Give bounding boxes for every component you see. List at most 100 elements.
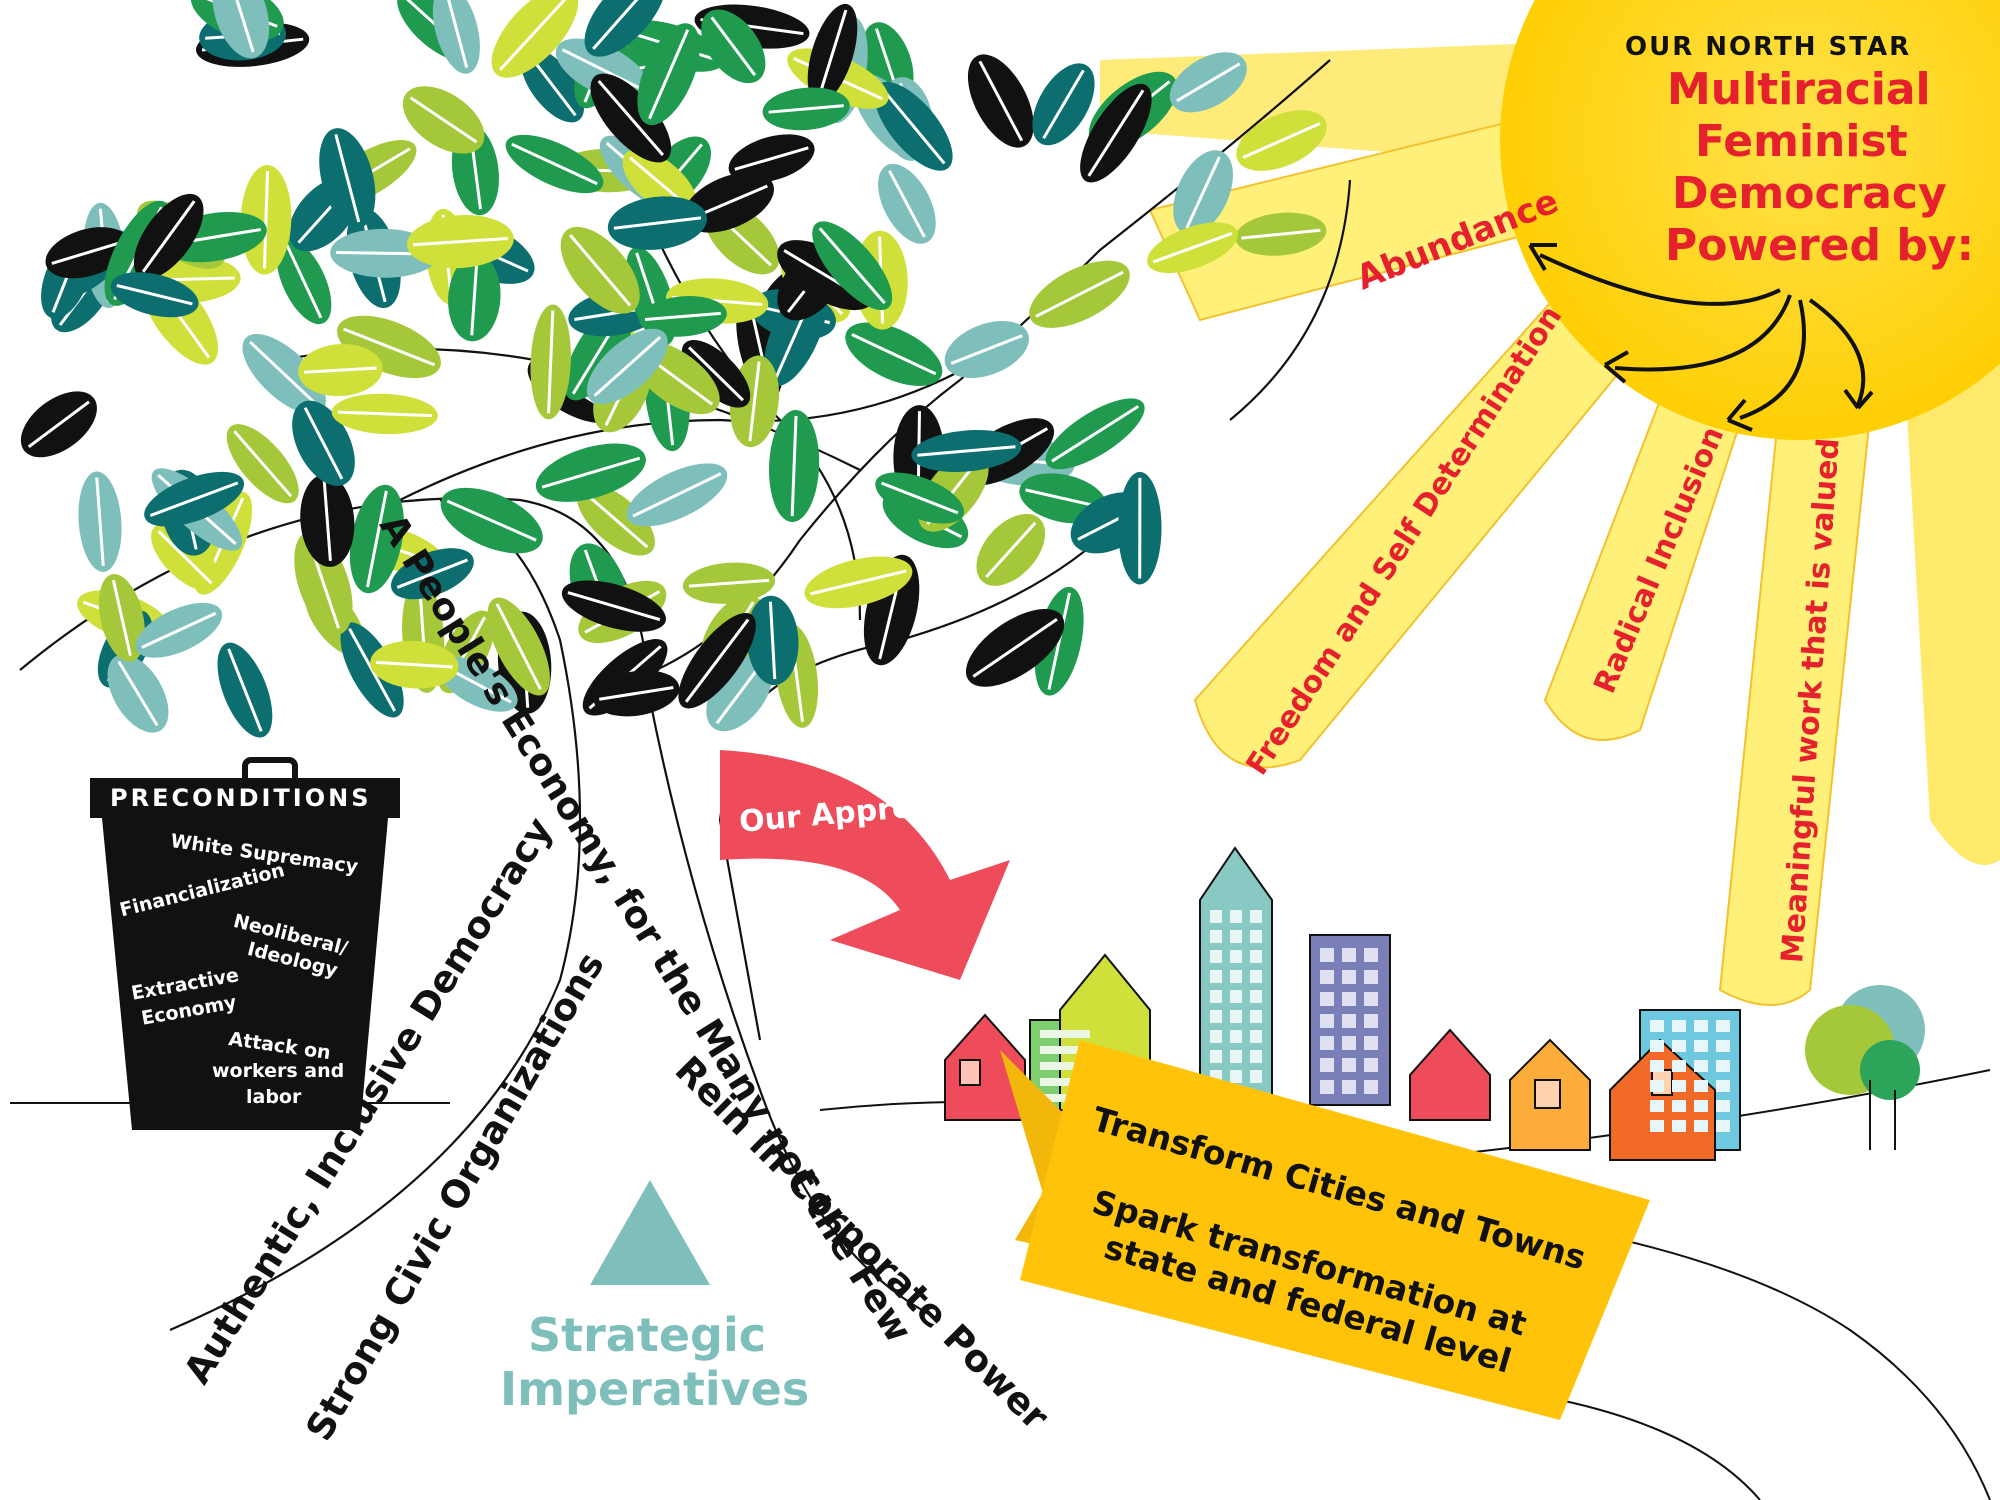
window — [1672, 1080, 1686, 1092]
leaf — [144, 471, 245, 527]
north-star-title-line2: Feminist — [1695, 116, 1908, 167]
leaf — [561, 580, 666, 632]
window — [1040, 1030, 1090, 1038]
leaf — [875, 472, 965, 524]
window — [1210, 930, 1222, 943]
window — [1364, 992, 1378, 1006]
leaf — [226, 424, 299, 504]
leaf — [298, 344, 383, 397]
window — [1230, 1050, 1242, 1063]
leaf — [746, 595, 799, 686]
leaf — [911, 430, 1022, 472]
window — [1230, 910, 1242, 923]
window — [1672, 1060, 1686, 1072]
window — [1650, 1100, 1664, 1112]
leaf — [1045, 398, 1145, 470]
leaf — [590, 73, 672, 163]
window — [1320, 970, 1334, 984]
window — [1210, 1050, 1222, 1063]
window — [1650, 1120, 1664, 1132]
preconditions-bucket — [90, 757, 400, 1130]
leaf — [331, 393, 438, 435]
window — [1210, 950, 1222, 963]
window — [1716, 1100, 1730, 1112]
leaf — [20, 391, 97, 458]
window — [1250, 1070, 1262, 1083]
window — [1694, 1020, 1708, 1032]
window — [1342, 992, 1356, 1006]
leaf — [584, 0, 667, 57]
leaf — [406, 215, 514, 269]
window — [1320, 948, 1334, 962]
north-star-header: OUR NORTH STAR — [1625, 32, 1912, 62]
leaf — [626, 463, 728, 527]
leaf — [370, 640, 459, 689]
leaf — [1235, 212, 1327, 256]
leaf — [1147, 222, 1239, 273]
leaf — [535, 443, 646, 502]
sun-arrows — [1528, 243, 1874, 432]
leaf — [845, 322, 943, 386]
imperatives-line2: Imperatives — [500, 1362, 810, 1416]
window — [1650, 1060, 1664, 1072]
leaf — [769, 409, 820, 523]
leaf — [804, 556, 913, 609]
window — [1230, 1030, 1242, 1043]
leaf — [1169, 52, 1247, 113]
leaf — [448, 254, 501, 342]
leaf — [586, 328, 668, 405]
leaf — [1118, 471, 1162, 585]
window — [1694, 1040, 1708, 1052]
window — [1230, 970, 1242, 983]
window — [1250, 1050, 1262, 1063]
window — [1040, 1046, 1090, 1054]
leaf — [505, 134, 604, 194]
window — [1716, 1120, 1730, 1132]
leaf — [607, 196, 707, 250]
small-trees — [1805, 985, 1925, 1150]
window — [1364, 948, 1378, 962]
window — [1342, 970, 1356, 984]
window — [1250, 930, 1262, 943]
window — [1672, 1020, 1686, 1032]
leaf — [593, 670, 680, 717]
window — [1694, 1060, 1708, 1072]
imperatives-line1: Strategic — [528, 1308, 766, 1362]
north-star-title-line1: Multiracial — [1667, 64, 1931, 115]
leaf — [944, 320, 1029, 379]
leaf — [1032, 63, 1095, 146]
leaf — [560, 226, 640, 314]
window — [1230, 1070, 1242, 1083]
leaf — [340, 622, 404, 718]
window — [1320, 1014, 1334, 1028]
window — [1040, 1078, 1090, 1086]
window — [1250, 970, 1262, 983]
ray-right — [1900, 290, 2000, 865]
preconditions-title: PRECONDITIONS — [110, 784, 372, 812]
leaf — [807, 3, 858, 103]
window — [1716, 1020, 1730, 1032]
window — [1250, 990, 1262, 1003]
leaf — [349, 484, 404, 594]
leaf — [639, 296, 727, 337]
sun — [1500, 0, 2000, 440]
window — [1250, 1010, 1262, 1023]
window — [1694, 1100, 1708, 1112]
north-star-title-line3: Democracy — [1672, 168, 1947, 219]
window — [1230, 930, 1242, 943]
leaf — [530, 304, 571, 420]
leaf — [242, 333, 326, 415]
window — [1650, 1080, 1664, 1092]
window — [1210, 1010, 1222, 1023]
window — [1672, 1120, 1686, 1132]
leaf — [1080, 83, 1152, 183]
leaf — [878, 163, 936, 244]
leaf — [678, 612, 756, 709]
house-red-mid — [1409, 1028, 1491, 1121]
leaf — [637, 23, 700, 126]
window — [1210, 990, 1222, 1003]
leaf — [217, 642, 273, 738]
imperatives-triangle — [590, 1180, 710, 1285]
window — [1650, 1040, 1664, 1052]
window — [1364, 1080, 1378, 1094]
